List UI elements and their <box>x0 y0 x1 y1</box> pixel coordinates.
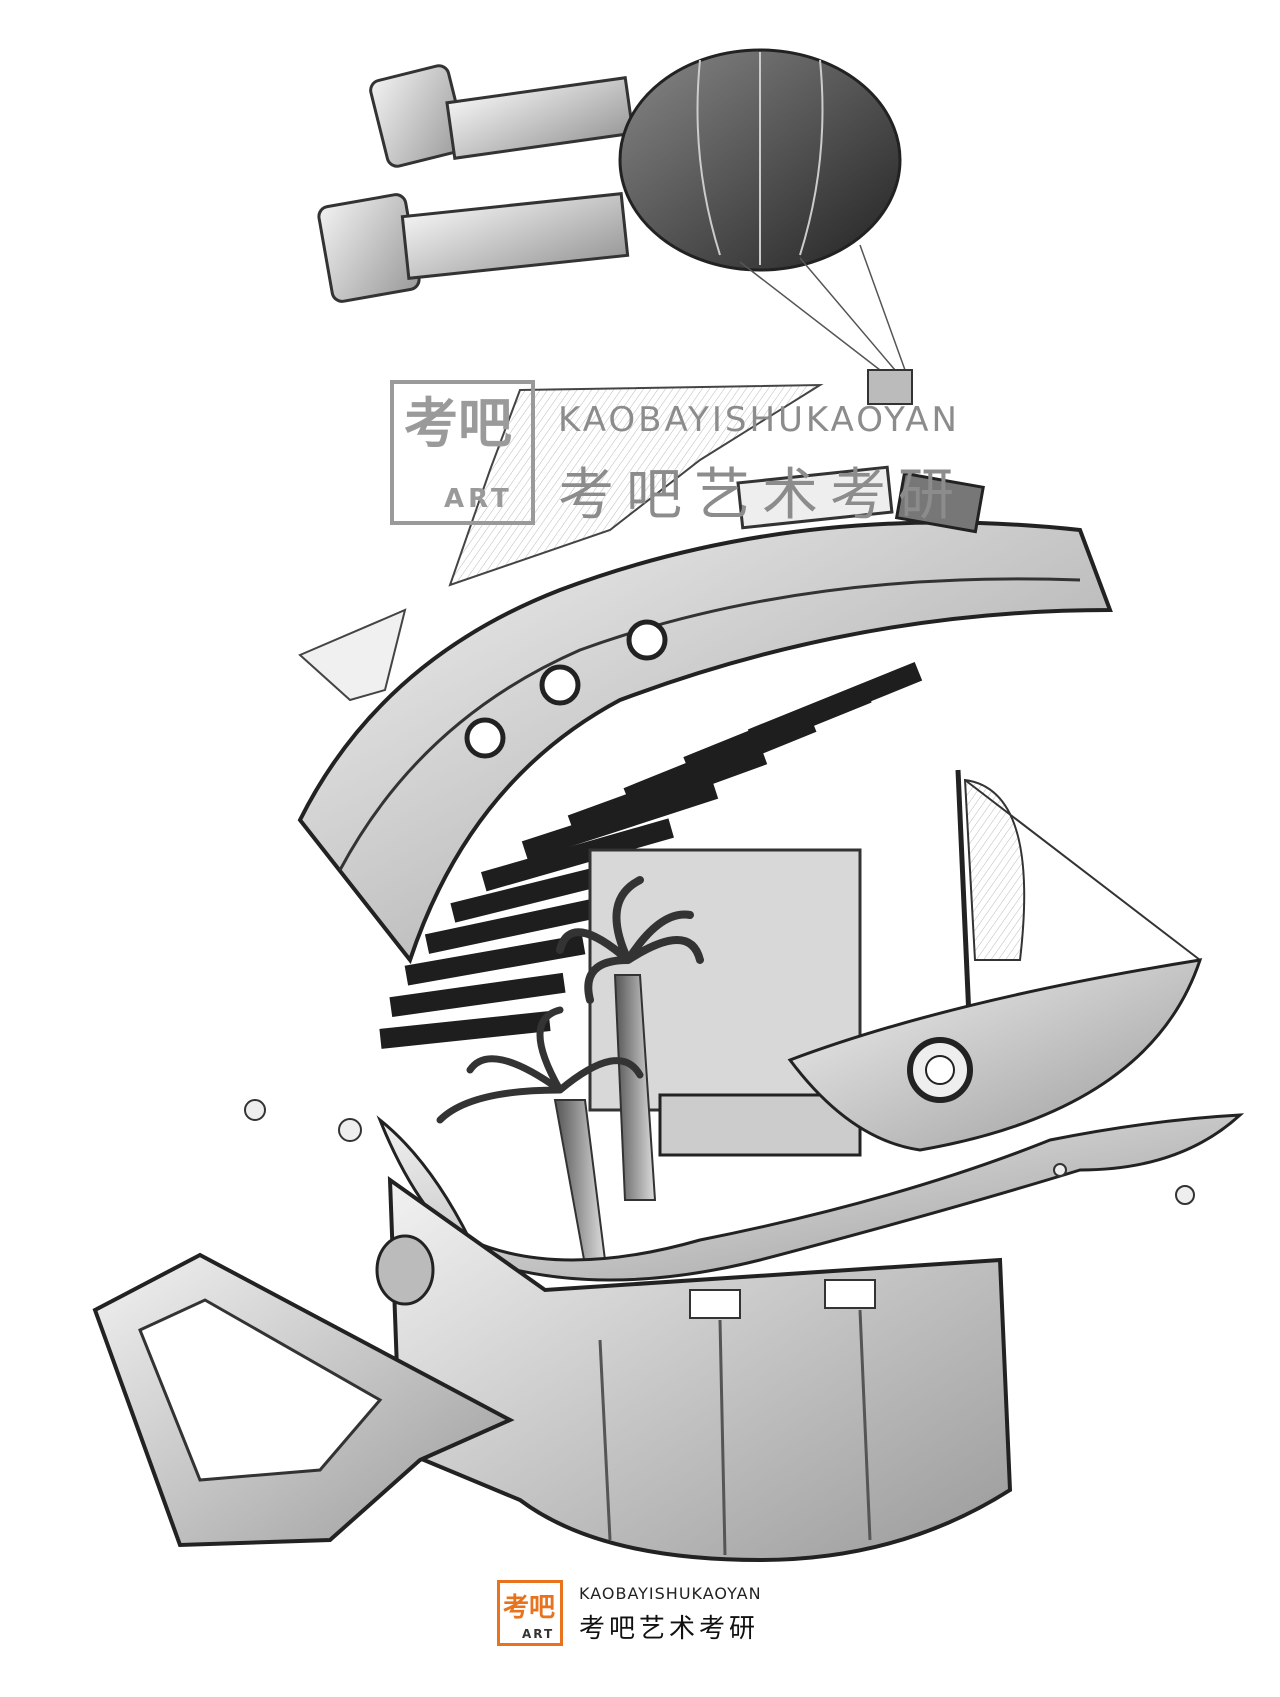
radio-panel <box>658 1093 862 1157</box>
sailboat <box>787 769 1203 1152</box>
porthole-windows <box>464 619 668 759</box>
binocular-balloon <box>317 48 913 405</box>
binocular-tube-upper <box>369 64 635 168</box>
palm-tree-tall <box>556 876 704 1201</box>
watermark-logo-box: 考吧 ART <box>390 380 535 525</box>
binocular-tube-lower <box>317 192 630 303</box>
folded-paper <box>448 383 824 587</box>
watermark-text-en: KAOBAYISHUKAOYAN <box>558 400 960 440</box>
footer-text-cn: 考吧艺术考研 <box>579 1614 760 1644</box>
suitcase-knob <box>375 1234 435 1306</box>
footer-logo-glyph: 考吧 <box>503 1593 556 1623</box>
footer-logo: 考吧 ART KAOBAYISHUKAOYAN 考吧艺术考研 <box>497 1580 797 1650</box>
watermark-logo-art: ART <box>444 484 513 514</box>
suitcase-body <box>375 1176 1013 1563</box>
watermark-logo-glyph: 考吧 <box>404 392 512 455</box>
piano-keys-stairs <box>379 662 923 1049</box>
water-splash <box>376 1113 1245 1282</box>
balloon-basket <box>867 369 913 405</box>
suitcase-handle <box>92 1252 515 1548</box>
paper-plane <box>298 608 407 702</box>
footer-logo-art: ART <box>522 1627 555 1641</box>
train-lid <box>297 465 1113 965</box>
footer-text-en: KAOBAYISHUKAOYAN <box>579 1584 762 1603</box>
footer-logo-box: 考吧 ART <box>497 1580 563 1646</box>
watermark: 考吧 ART KAOBAYISHUKAOYAN 考吧艺术考研 <box>390 380 990 530</box>
watermark-text-cn: 考吧艺术考研 <box>558 463 966 528</box>
